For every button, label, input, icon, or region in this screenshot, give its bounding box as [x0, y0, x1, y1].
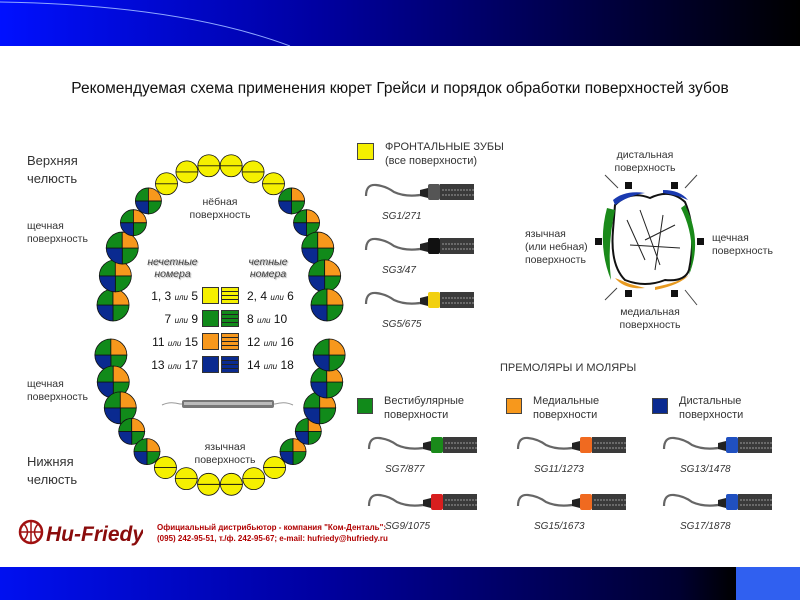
posterior-instrument: SG11/1273	[514, 425, 626, 475]
legend-row: 7 или 9 8 или 10	[164, 310, 288, 327]
instrument-code: SG1/271	[382, 211, 422, 222]
tooth	[220, 472, 243, 496]
tooth	[197, 472, 220, 496]
instrument-code: SG9/1075	[385, 521, 431, 532]
posterior-instrument: SG17/1878	[660, 482, 772, 532]
curette-icon	[516, 436, 626, 453]
tooth	[219, 154, 243, 178]
curette-icon	[367, 436, 477, 453]
curette-icon	[364, 237, 474, 254]
instrument-code: SG11/1273	[534, 464, 584, 475]
tooth	[279, 438, 307, 466]
legend-swatch	[652, 398, 668, 414]
front-instrument: SG5/675	[362, 280, 474, 330]
tooth	[312, 338, 346, 372]
hu-friedy-logo: Hu-Friedy	[18, 519, 143, 546]
tooth-surface-diagram	[595, 174, 704, 306]
legend-row: 11 или 15 12 или 16	[152, 333, 294, 350]
curette-image	[161, 400, 294, 408]
tooth	[154, 456, 177, 479]
instrument-code: SG15/1673	[534, 521, 585, 532]
instrument-code: SG13/1478	[680, 464, 731, 475]
posterior-instrument: SG13/1478	[660, 425, 772, 475]
color-legend: 1, 3 или 5 2, 4 или 6 7 или 9 8 или 10 11 …	[120, 287, 320, 379]
instrument-code: SG3/47	[382, 265, 416, 276]
tooth	[310, 288, 344, 322]
tooth	[308, 259, 342, 293]
footer-accent	[736, 567, 800, 600]
curette-icon	[364, 183, 474, 200]
header-arc	[0, 1, 291, 47]
tooth	[278, 187, 305, 215]
tooth	[241, 160, 265, 184]
page-title: Рекомендуемая схема применения кюрет Гре…	[71, 80, 729, 97]
tooth	[175, 160, 199, 184]
curette-icon	[662, 436, 772, 453]
curette-icon	[662, 493, 772, 510]
distributor-info: Официальный дистрибьютор - компания "Ком…	[157, 523, 388, 543]
legend-swatch	[506, 398, 522, 414]
posterior-title: ПРЕМОЛЯРЫ И МОЛЯРЫ	[500, 362, 637, 374]
front-teeth-legend: ФРОНТАЛЬНЫЕ ЗУБЫ(все поверхности)	[385, 141, 504, 167]
front-instrument: SG1/271	[362, 172, 474, 222]
tooth	[174, 467, 198, 490]
curette-icon	[367, 493, 477, 510]
posterior-instrument: SG7/877	[365, 425, 477, 475]
tooth	[105, 231, 139, 265]
tooth	[103, 391, 137, 425]
header-bar	[0, 0, 800, 47]
instrument-code: SG5/675	[382, 319, 422, 330]
tooth	[135, 187, 162, 215]
instrument-code: SG17/1878	[680, 521, 731, 532]
tooth	[155, 172, 178, 196]
instrument-code: SG7/877	[385, 464, 425, 475]
lingual-surface-label: язычная(или небная)поверхность	[525, 228, 588, 266]
tooth	[120, 209, 147, 237]
tooth	[262, 172, 285, 196]
posterior-instrument: SG15/1673	[514, 482, 626, 532]
legend-row: 13 или 17 14 или 18	[151, 356, 294, 373]
tooth	[98, 259, 132, 293]
curette-icon	[516, 493, 626, 510]
tooth	[118, 418, 146, 445]
posterior-instrument: SG9/1075	[365, 482, 477, 532]
svg-text:Hu-Friedy: Hu-Friedy	[46, 523, 143, 546]
front-teeth-swatch	[357, 143, 374, 160]
dental-arch	[94, 154, 346, 496]
front-instrument: SG3/47	[362, 226, 474, 276]
tooth	[301, 231, 335, 265]
tooth	[197, 154, 221, 178]
tooth	[96, 288, 130, 322]
legend-row: 1, 3 или 5 2, 4 или 6	[151, 287, 294, 304]
footer-bar	[0, 567, 800, 600]
tooth	[133, 438, 161, 466]
curette-icon	[364, 291, 474, 308]
legend-swatch	[357, 398, 373, 414]
tooth	[263, 456, 286, 479]
tooth	[293, 209, 320, 237]
tooth	[242, 467, 266, 490]
